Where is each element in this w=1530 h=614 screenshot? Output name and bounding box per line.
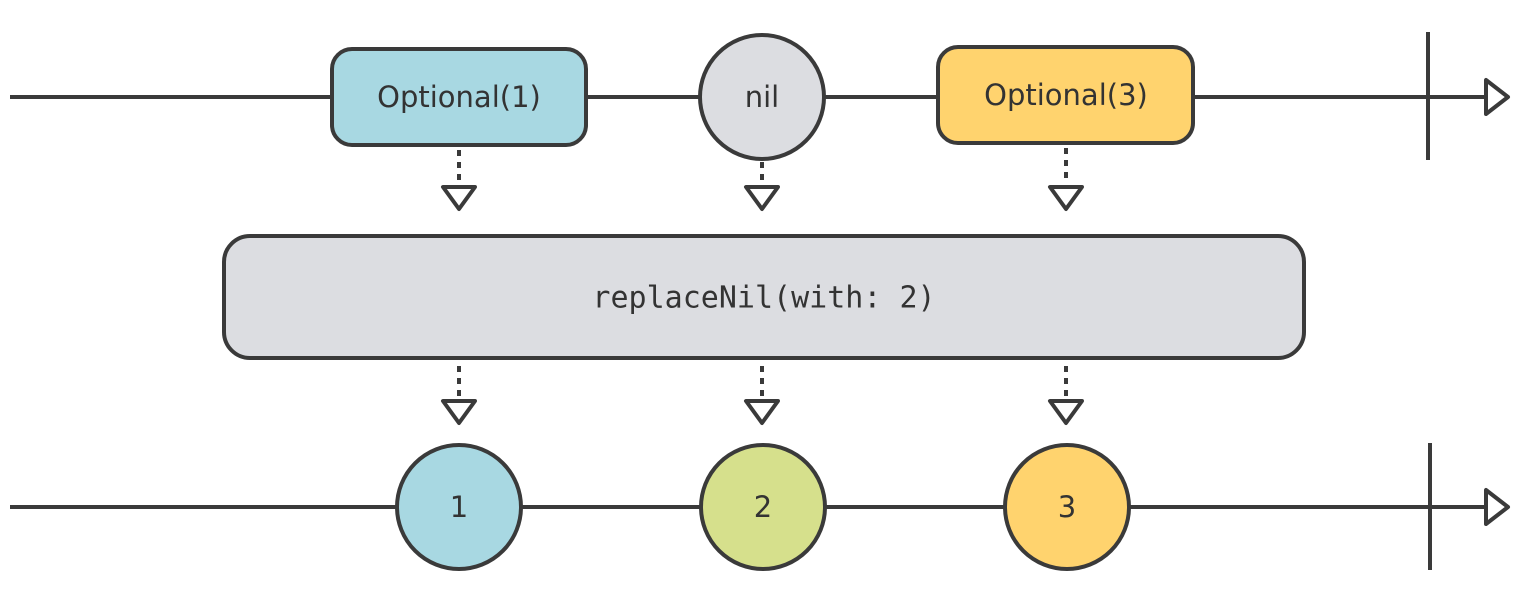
output-marble-shape bbox=[395, 443, 523, 571]
output-marbles: 1 2 3 bbox=[395, 443, 1131, 571]
input-marble-optional-1: Optional(1) bbox=[330, 47, 588, 147]
input-marble-optional-3: Optional(3) bbox=[936, 45, 1195, 145]
operator: replaceNil(with: 2) bbox=[222, 234, 1306, 360]
output-marble-label: 3 bbox=[1058, 490, 1076, 524]
output-marble-label: 2 bbox=[754, 490, 772, 524]
input-marble-label: Optional(1) bbox=[377, 80, 541, 114]
output-marble-2: 2 bbox=[699, 443, 827, 571]
output-timeline-arrow bbox=[1484, 488, 1510, 526]
connector-input-2 bbox=[744, 162, 780, 211]
connector-input-3 bbox=[1048, 148, 1084, 211]
input-marble-label: nil bbox=[745, 80, 780, 114]
input-marble-nil: nil bbox=[698, 33, 826, 161]
input-marble-shape bbox=[330, 47, 588, 147]
output-marble-shape bbox=[1003, 443, 1131, 571]
input-connectors bbox=[441, 148, 1084, 211]
output-marble-shape bbox=[699, 443, 827, 571]
input-marble-label: Optional(3) bbox=[984, 78, 1148, 112]
output-marble-label: 1 bbox=[450, 490, 468, 524]
operator-box bbox=[222, 234, 1306, 360]
connector-output-1 bbox=[441, 366, 477, 425]
connector-output-2 bbox=[744, 366, 780, 425]
input-marble-shape bbox=[698, 33, 826, 161]
connector-output-3 bbox=[1048, 366, 1084, 425]
output-connectors bbox=[441, 366, 1084, 425]
output-marble-3: 3 bbox=[1003, 443, 1131, 571]
input-marbles: Optional(1) nil Optional(3) bbox=[330, 33, 1195, 161]
connector-input-1 bbox=[441, 150, 477, 211]
operator-label: replaceNil(with: 2) bbox=[592, 281, 935, 316]
input-marble-shape bbox=[936, 45, 1195, 145]
input-timeline-arrow bbox=[1484, 78, 1510, 116]
output-marble-1: 1 bbox=[395, 443, 523, 571]
